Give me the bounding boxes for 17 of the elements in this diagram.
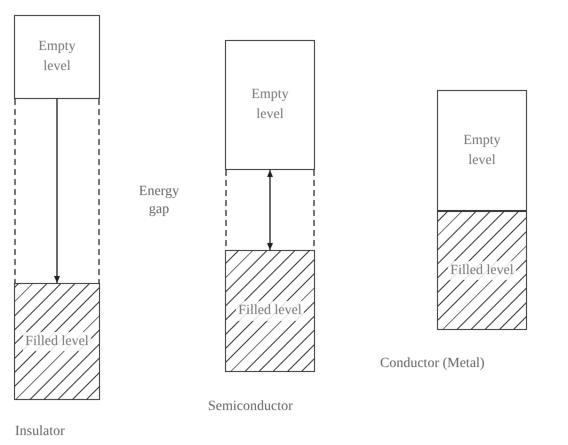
filled-level-box xyxy=(225,250,315,372)
material-label: Conductor (Metal) xyxy=(380,356,485,372)
level-label: Empty level xyxy=(37,38,77,76)
level-label: Filled level xyxy=(448,260,516,280)
filled-level-box xyxy=(437,211,527,330)
level-label: Empty level xyxy=(250,86,290,124)
level-label: Empty level xyxy=(462,132,502,170)
energy-gap-label: Energy gap xyxy=(138,183,180,220)
empty-level-box xyxy=(225,40,315,170)
arrow xyxy=(54,99,60,283)
material-label: Semiconductor xyxy=(208,399,293,415)
empty-level-box xyxy=(14,15,100,99)
level-label: Filled level xyxy=(23,332,91,352)
filled-level-box xyxy=(14,283,100,400)
material-label: Insulator xyxy=(15,424,65,440)
arrow xyxy=(267,170,273,250)
level-label: Filled level xyxy=(236,301,304,321)
